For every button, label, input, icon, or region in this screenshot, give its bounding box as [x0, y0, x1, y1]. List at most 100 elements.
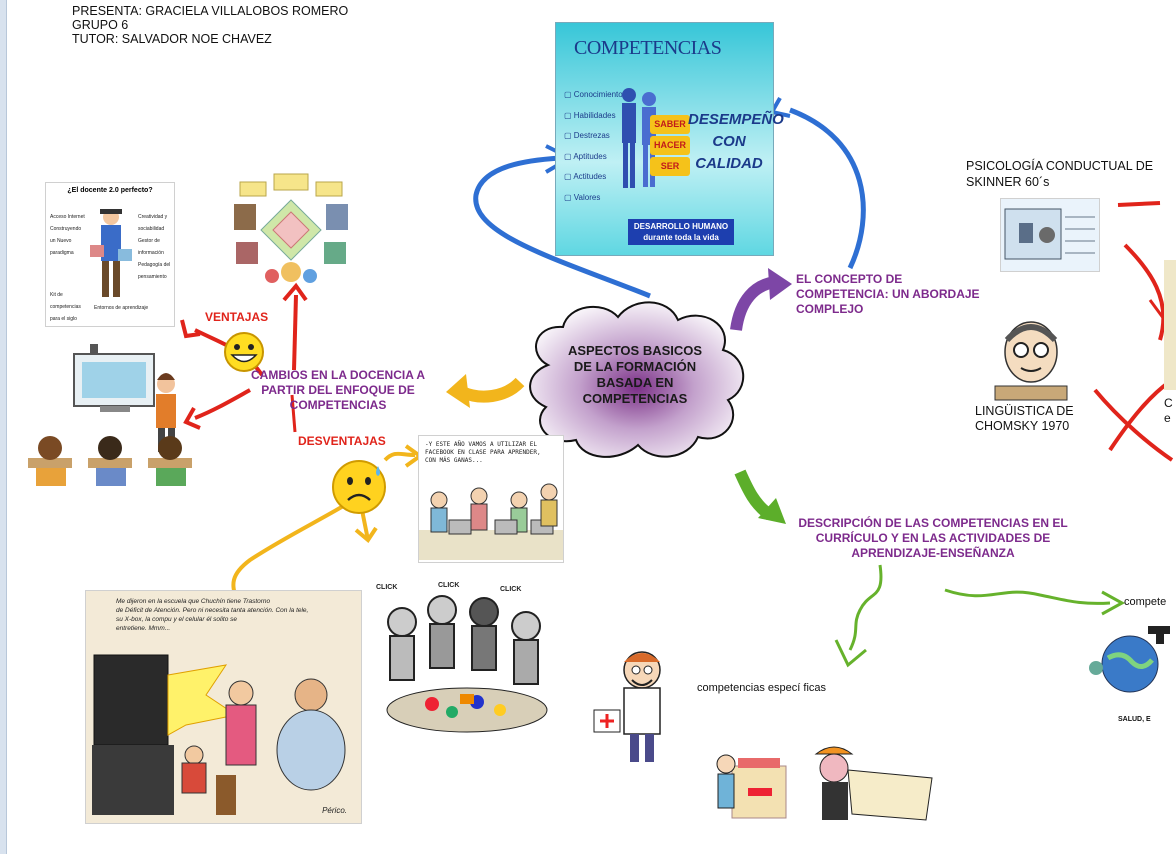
concept-line-1: EL CONCEPTO DE [796, 272, 903, 286]
tv-caption-line: entretiene. Mmm... [116, 625, 171, 632]
click-cartoon: CLICK CLICK CLICK [372, 582, 562, 742]
changes-node[interactable]: CAMBIOS EN LA DOCENCIA A PARTIR DEL ENFO… [240, 368, 436, 413]
docente-label: Pedagogía del pensamiento [138, 262, 171, 280]
facebook-cartoon-caption: -Y ESTE AÑO VAMOS A UTILIZAR EL FACEBOOK… [419, 436, 563, 465]
green-connector-especificas [848, 564, 883, 651]
gold-connector-tv [231, 503, 347, 599]
tv-caption-line: de Déficit de Atención. Pero ni necesita… [116, 607, 309, 614]
desempeno-slogan: DESEMPEÑO CON CALIDAD [688, 109, 784, 175]
facebook-caption-line: FACEBOOK EN CLASE PARA APRENDER, [425, 449, 541, 456]
skinner-line-2: SKINNER 60´s [966, 175, 1050, 189]
red-connector-down [194, 388, 251, 420]
slogan-line-3: CALIDAD [695, 155, 763, 172]
red-curve-right [1123, 243, 1166, 341]
tag-ser: SER [650, 157, 690, 176]
right-partial-line-2: e [1164, 411, 1171, 425]
doctor-cartoon [593, 651, 661, 762]
competencia-item: ▢ Valores [564, 192, 601, 202]
concept-node[interactable]: EL CONCEPTO DE COMPETENCIA: UN ABORDAJE … [796, 272, 980, 317]
competencias-items-list: ▢ Conocimientos ▢ Habilidades ▢ Destreza… [564, 85, 627, 208]
teaching-model-diagram [234, 173, 348, 283]
chomsky-caricature [994, 321, 1068, 401]
footer-line-1: DESARROLLO HUMANO [633, 222, 729, 231]
docente-label: Construyendo un Nuevo paradigma [50, 226, 82, 256]
red-connector-up [292, 294, 298, 371]
happy-face-icon [224, 332, 264, 372]
genericas-label-partial: compete [1124, 596, 1167, 608]
tv-cartoon: Me dijeron en la escuela que Chuchín tie… [85, 590, 362, 824]
desarrollo-humano-box: DESARROLLO HUMANO durante toda la vida [628, 219, 734, 245]
chomsky-line-2: CHOMSKY 1970 [975, 419, 1070, 433]
especificas-label: competencias especí ficas [697, 682, 827, 694]
click-label: CLICK [500, 586, 522, 593]
red-arrowhead-up [282, 282, 308, 302]
skinner-line-1: PSICOLOGÍA CONDUCTUAL DE [966, 159, 1154, 173]
docente-title: ¿El docente 2.0 perfecto? [67, 187, 153, 194]
desventajas-label: DESVENTAJAS [298, 434, 386, 448]
description-line-1: DESCRIPCIÓN DE LAS COMPETENCIAS EN EL [798, 516, 1068, 530]
salud-label-partial: SALUD, E [1118, 716, 1151, 723]
docente-2-0-graphic: ¿El docente 2.0 perfecto? Acceso Interne… [45, 182, 175, 327]
tv-cartoon-drawing [92, 654, 346, 815]
classroom-scene [8, 340, 208, 492]
docente-label: Entornos de aprendizaje [94, 305, 149, 311]
tv-cartoon-caption: Me dijeron en la escuela que Chuchín tie… [86, 591, 361, 633]
teacher-figure-icon [90, 209, 132, 297]
click-label: CLICK [438, 582, 460, 589]
group-line: GRUPO 6 [72, 18, 129, 32]
docente-labels-right: Creatividad y sociabilidad Gestor de inf… [138, 211, 172, 283]
classroom-illustration [28, 344, 192, 486]
facebook-cartoon: -Y ESTE AÑO VAMOS A UTILIZAR EL FACEBOOK… [418, 435, 564, 563]
footer-line-2: durante toda la vida [643, 233, 719, 242]
competencia-item: ▢ Destrezas [564, 131, 610, 140]
skinner-box-illustration [1004, 208, 1095, 260]
sad-face-icon [332, 460, 386, 514]
school-figure-icon [716, 754, 787, 819]
gold-arrowhead-below-face [354, 509, 378, 543]
docente-label: Gestor de información [138, 238, 164, 256]
tag-hacer: HACER [650, 136, 690, 155]
engineer-figure-icon [814, 746, 933, 821]
gold-arrowhead-cambios [446, 374, 470, 408]
gold-connector-cambios [459, 377, 525, 403]
green-arrowhead-especificas [834, 639, 867, 668]
skinner-label[interactable]: PSICOLOGÍA CONDUCTUAL DE SKINNER 60´s [966, 158, 1153, 190]
chomsky-line-1: LINGÜISTICA DE [975, 404, 1074, 418]
tv-cartoon-signature: Périco. [322, 806, 347, 815]
facebook-caption-line: CON MÁS GANAS... [425, 457, 483, 464]
window-left-frame [0, 0, 7, 854]
red-cross-a [1093, 388, 1174, 462]
concept-line-2: COMPETENCIA: UN ABORDAJE [796, 287, 980, 301]
competencia-item: ▢ Actitudes [564, 172, 607, 181]
green-arrowhead-genericas [1101, 590, 1126, 616]
description-node[interactable]: DESCRIPCIÓN DE LAS COMPETENCIAS EN EL CU… [768, 516, 1098, 561]
competencia-item: ▢ Habilidades [564, 110, 616, 120]
tutor-line: TUTOR: SALVADOR NOE CHAVEZ [72, 32, 272, 46]
central-line-3: BASADA EN [596, 375, 674, 390]
tag-saber: SABER [650, 115, 690, 134]
right-edge-text-partial: C e [1164, 396, 1173, 426]
slogan-line-2: CON [712, 133, 746, 150]
description-line-3: APRENDIZAJE-ENSEÑANZA [851, 546, 1015, 560]
globe-professions-icon [1089, 626, 1170, 693]
chomsky-label[interactable]: LINGÜISTICA DE CHOMSKY 1970 [975, 404, 1074, 434]
blue-connector-right [789, 107, 866, 270]
saber-hacer-ser-tags: SABER HACER SER [650, 115, 690, 176]
red-arrowhead-down [183, 407, 201, 430]
gold-connector-cartoon [383, 451, 416, 462]
changes-line-1: CAMBIOS EN LA DOCENCIA A [251, 368, 425, 382]
purple-arrowhead [768, 268, 792, 300]
central-cloud-node[interactable]: ASPECTOS BASICOS DE LA FORMACIÓN BASADA … [518, 295, 752, 463]
tv-caption-line: su X-box, la compu y el celular él solit… [116, 616, 238, 623]
central-line-4: COMPETENCIAS [582, 391, 688, 406]
competencia-item: ▢ Aptitudes [564, 151, 607, 161]
description-line-2: CURRÍCULO Y EN LAS ACTIVIDADES DE [815, 531, 1051, 545]
presenter-info: PRESENTA: GRACIELA VILLALOBOS ROMERO GRU… [72, 4, 348, 46]
docente-label: Kit de competencias para el siglo XXI [50, 292, 81, 322]
competencia-item: ▢ Conocimientos [564, 90, 627, 99]
docente-label: Acceso Internet [50, 214, 85, 220]
click-cartoon-drawing [386, 595, 548, 733]
competencias-graphic: COMPETENCIAS ▢ Conocimientos ▢ Habilidad… [555, 22, 784, 256]
facebook-caption-line: -Y ESTE AÑO VAMOS A UTILIZAR EL [425, 441, 537, 448]
